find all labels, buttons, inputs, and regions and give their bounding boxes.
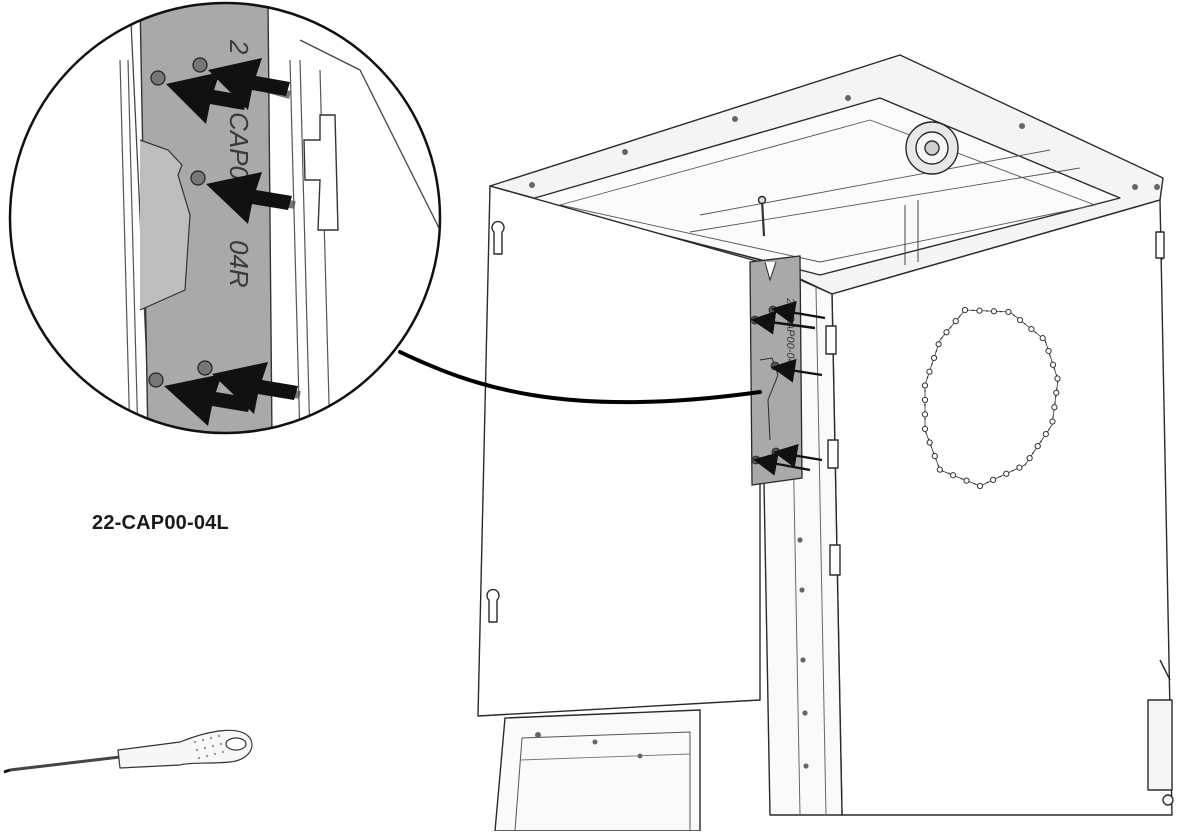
- knockout-dot: [1003, 470, 1010, 477]
- knockout-dot: [990, 476, 997, 483]
- knockout-dot: [1053, 389, 1060, 396]
- svg-text:CAP0: CAP0: [224, 112, 254, 180]
- knockout-dot: [990, 308, 998, 315]
- knockout-dot: [1049, 361, 1057, 368]
- zoom-marking: 2 CAP0 04R: [224, 39, 254, 288]
- knockout-dot: [976, 307, 983, 314]
- knockout-dot: [1049, 418, 1056, 425]
- screwdriver-icon: [3, 729, 253, 774]
- knockout-dot: [1042, 431, 1049, 438]
- knockout-dot: [1039, 335, 1046, 342]
- svg-text:2: 2: [224, 39, 254, 55]
- base-frame: [494, 709, 701, 832]
- keyhole-slots: [486, 220, 505, 623]
- knockout-dot: [931, 452, 938, 460]
- screw-arrows-main: [750, 300, 826, 476]
- knockout-dots: [921, 306, 1061, 490]
- knockout-dot: [1016, 464, 1023, 471]
- part-number-label: 22-CAP00-04L: [92, 512, 229, 534]
- bracket-main: 22-CAP00-04R: [749, 255, 826, 486]
- bracket-marking: 22-CAP00-04R: [784, 297, 796, 373]
- knockout-dot: [952, 318, 959, 325]
- knockout-dot: [926, 368, 933, 375]
- knockout-dot: [1028, 326, 1035, 333]
- magnifier-connector: [398, 350, 762, 405]
- knockout-dot: [921, 411, 929, 418]
- knockout-dot: [1026, 455, 1033, 462]
- knockout-dot: [1051, 404, 1058, 411]
- screw-arrows-zoom: [164, 58, 298, 426]
- knockout-dot: [963, 477, 970, 484]
- knockout-dot: [961, 306, 969, 314]
- knockout-circle: [924, 309, 1059, 487]
- knockout-dot: [921, 382, 929, 389]
- knockout-dot: [1045, 347, 1052, 355]
- zoom-detail: 2 CAP0 04R: [8, 1, 442, 435]
- knockout-dot: [1034, 443, 1041, 450]
- knockout-dot: [930, 354, 938, 362]
- knockout-dot: [926, 439, 933, 446]
- cabinet-left-panel: [477, 185, 761, 717]
- knockout-dot: [935, 341, 942, 348]
- knockout-dot: [950, 472, 957, 479]
- cabinet-right-panel: [831, 199, 1173, 816]
- knockout-dot: [936, 466, 943, 473]
- knockout-dot: [921, 396, 929, 404]
- pulley-wheel: [905, 121, 959, 175]
- knockout-dot: [921, 425, 929, 432]
- knockout-dot: [943, 329, 950, 336]
- knockout-dot: [1016, 316, 1024, 324]
- knockout-dot: [1005, 308, 1012, 316]
- knockout-dot: [1054, 375, 1061, 382]
- cabinet: [477, 54, 1174, 832]
- knockout-dot: [976, 482, 984, 490]
- svg-text:04R: 04R: [224, 240, 254, 288]
